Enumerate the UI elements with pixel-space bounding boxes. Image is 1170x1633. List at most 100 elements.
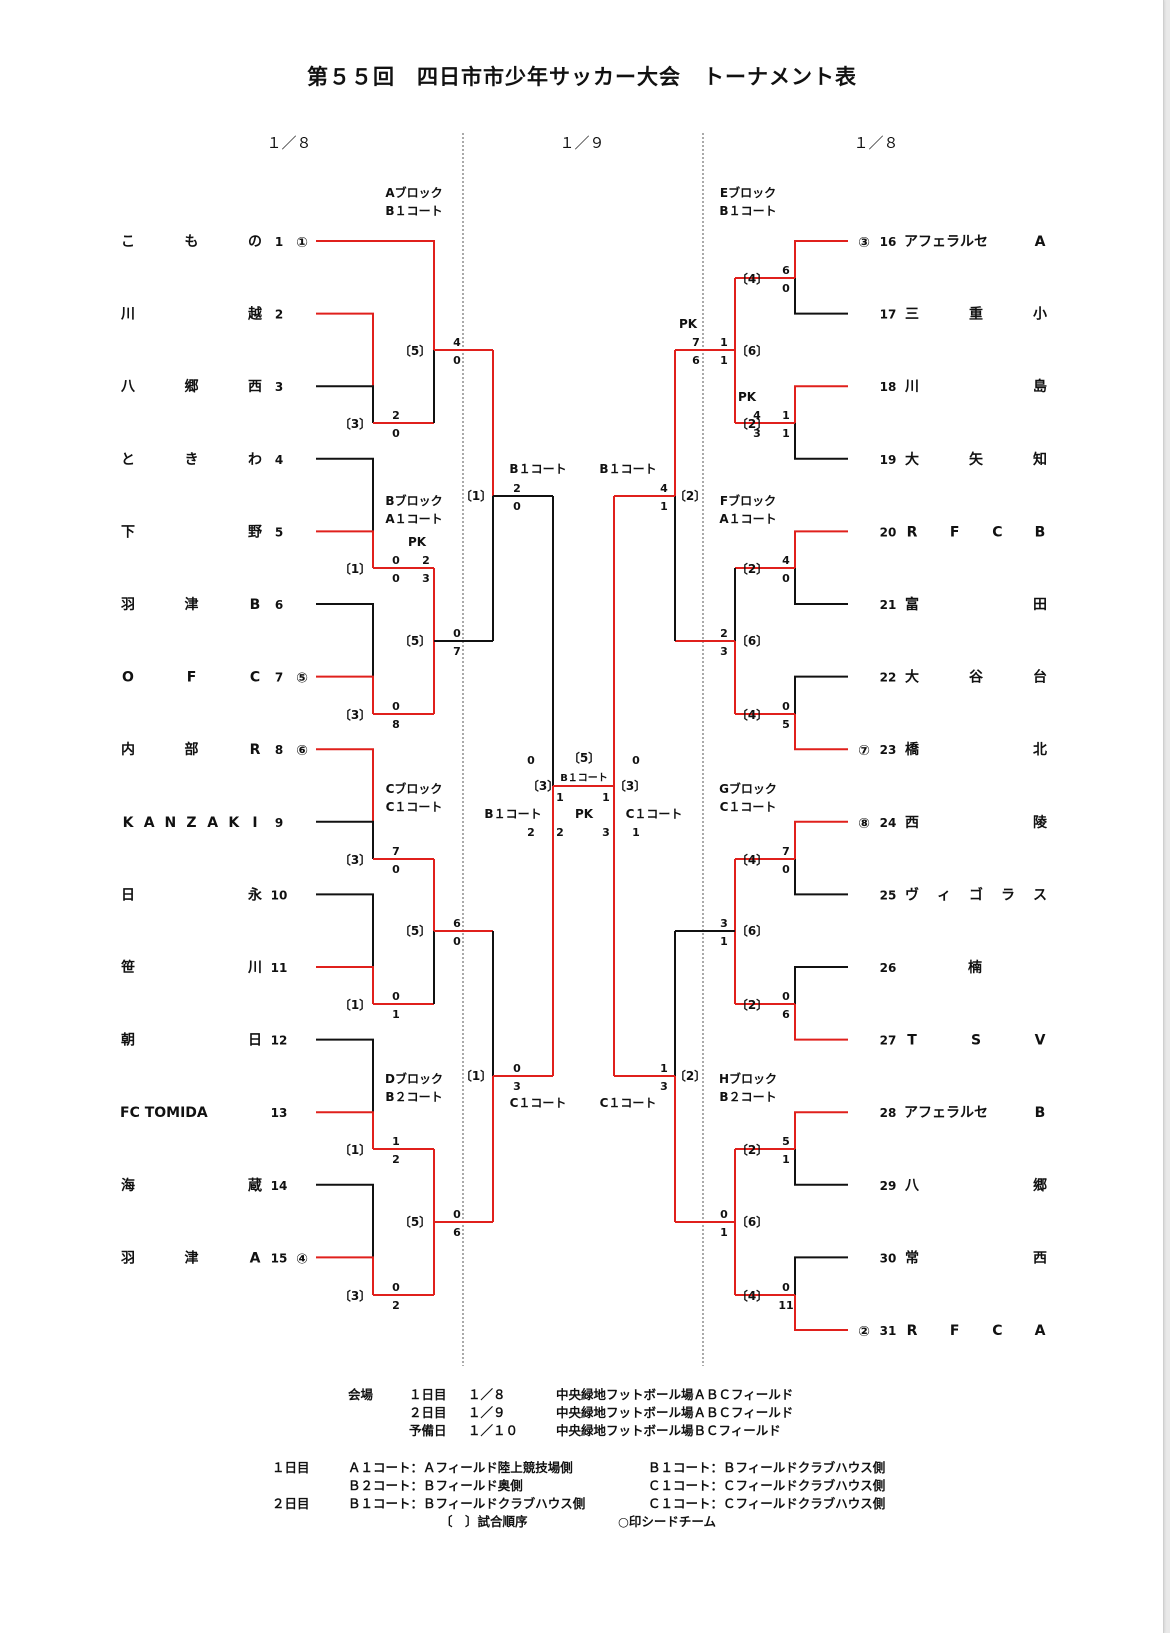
score: 7 — [782, 845, 790, 858]
match-order: 〔2〕 — [736, 997, 768, 1012]
team-name-char: 大 — [905, 451, 919, 468]
team-name-char: 陵 — [1033, 814, 1048, 831]
block-label: Aブロック — [385, 185, 442, 200]
court-info: １日目 Ａ１コート：Ａフィールド陸上競技場側 Ｂ１コート：Ｂフィールドクラブハウ… — [272, 1460, 885, 1529]
team-name-char: A — [1035, 234, 1046, 250]
score: 1 — [392, 1135, 400, 1148]
team-number: 30 — [880, 1251, 897, 1265]
line-loss — [794, 1256, 848, 1295]
venue-date: １／９ — [468, 1405, 506, 1420]
score: 0 — [782, 572, 790, 585]
match-order: 〔1〕 — [339, 561, 371, 576]
block-label: Gブロック — [719, 781, 777, 796]
seed-mark: ④ — [296, 1251, 308, 1267]
score: 0 — [392, 427, 400, 440]
seed-mark: ② — [858, 1324, 870, 1340]
team-number: 29 — [880, 1179, 897, 1193]
team-name: アフェラルセ — [904, 1105, 988, 1121]
team-name-char: ゴ — [969, 886, 983, 903]
team-number: 9 — [275, 816, 283, 830]
line-loss — [316, 603, 374, 714]
score: 7 — [392, 845, 400, 858]
team-name-char: 羽 — [121, 1250, 135, 1266]
team-name-char: V — [1035, 1033, 1046, 1049]
score: 4 — [782, 554, 790, 567]
score: 6 — [782, 1008, 790, 1021]
score: 0 — [392, 572, 400, 585]
line-win — [316, 748, 374, 859]
score: 1 — [720, 1226, 728, 1239]
match-order: 〔2〕 — [736, 561, 768, 576]
team-name-char: 西 — [905, 815, 919, 831]
team-name: 楠 — [967, 959, 982, 976]
court-label: C１コート — [720, 800, 777, 814]
team-name-char: の — [248, 234, 262, 250]
score: 0 — [782, 700, 790, 713]
match-order: 〔4〕 — [736, 1288, 768, 1303]
team-number: 28 — [880, 1106, 897, 1120]
team-name-char: 北 — [1033, 742, 1047, 758]
venue-day: ２日目 — [409, 1405, 447, 1420]
score: 0 — [392, 863, 400, 876]
team-name-char: C — [250, 670, 260, 686]
match-order: 〔4〕 — [736, 707, 768, 722]
match-order: 〔5〕 — [399, 633, 431, 648]
venue-day: １日目 — [409, 1387, 447, 1402]
court-note: Ｃ１コート：Ｃフィールドクラブハウス側 — [648, 1496, 885, 1511]
team-name-char: A — [1035, 1323, 1046, 1339]
match-order: 〔3〕 — [614, 778, 646, 793]
team-number: 18 — [880, 380, 897, 394]
score: 1 — [632, 826, 640, 839]
match-order: 〔1〕 — [460, 1068, 492, 1083]
score: 1 — [782, 1153, 790, 1166]
team-name-char: 日 — [121, 887, 135, 903]
score: 6 — [453, 917, 461, 930]
score: 1 — [660, 500, 668, 513]
team-name-char: C — [992, 1323, 1002, 1339]
match-order: 〔5〕 — [399, 343, 431, 358]
score: 6 — [453, 1226, 461, 1239]
team-name-char: 重 — [969, 306, 983, 323]
seed-mark: ⑧ — [858, 816, 870, 832]
team-number: 31 — [880, 1324, 897, 1338]
score: 8 — [392, 718, 400, 731]
block-label: Fブロック — [720, 493, 776, 508]
team-name-char: 津 — [185, 596, 199, 613]
team-name-char: ス — [1033, 887, 1047, 903]
team-name-char: き — [185, 452, 199, 468]
line-loss — [316, 385, 374, 423]
score: 0 — [527, 754, 535, 767]
score: 1 — [782, 427, 790, 440]
match-order: 〔2〕 — [736, 1142, 768, 1157]
court-label: A１コート — [719, 512, 776, 526]
score: 0 — [392, 554, 400, 567]
line-win — [794, 530, 848, 568]
score: 1 — [782, 409, 790, 422]
team-name-char: 内 — [121, 741, 135, 758]
match-order: 〔6〕 — [736, 1214, 768, 1229]
line-loss — [794, 278, 848, 315]
line-loss — [316, 1038, 374, 1149]
line-loss — [794, 423, 848, 460]
team-number: 12 — [271, 1034, 288, 1048]
team-name-char: こ — [121, 234, 135, 250]
team-name-char: 三 — [905, 307, 919, 323]
team-name-char: 島 — [1033, 378, 1047, 395]
line-loss — [794, 1149, 848, 1186]
score: 2 — [556, 826, 564, 839]
score: 6 — [692, 354, 700, 367]
score: 3 — [513, 1080, 521, 1093]
match-order: 〔1〕 — [339, 1142, 371, 1157]
